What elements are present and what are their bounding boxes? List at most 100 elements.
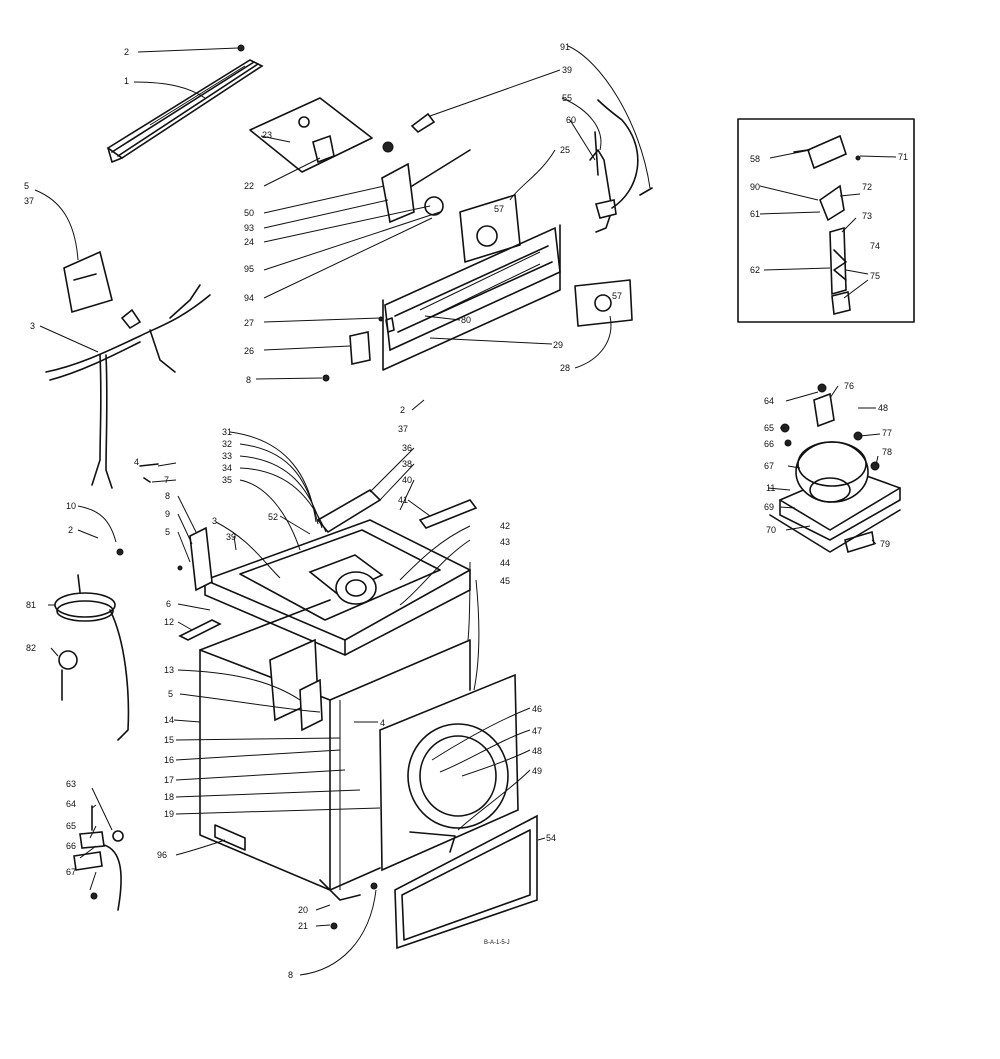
callout: 15 bbox=[164, 735, 174, 745]
callout: 48 bbox=[532, 746, 542, 756]
callout: 77 bbox=[882, 428, 892, 438]
cabinet-top bbox=[204, 519, 471, 656]
spring-assembly-55 bbox=[589, 99, 653, 233]
callout: 67 bbox=[764, 461, 774, 471]
callout: 66 bbox=[66, 841, 76, 851]
callout: 21 bbox=[298, 921, 308, 931]
callout: 6 bbox=[166, 599, 171, 609]
callout: 57 bbox=[612, 291, 622, 301]
callout: 42 bbox=[500, 521, 510, 531]
front-panel-drum bbox=[379, 673, 519, 872]
callout: 71 bbox=[898, 152, 908, 162]
callout: 4 bbox=[380, 718, 385, 728]
callout: 45 bbox=[500, 576, 510, 586]
callout: 52 bbox=[268, 512, 278, 522]
callout: 64 bbox=[66, 799, 76, 809]
screw-2-top bbox=[237, 44, 245, 52]
tub-sub-assembly bbox=[769, 383, 901, 554]
callout: 69 bbox=[764, 502, 774, 512]
hose-assembly-36 bbox=[316, 489, 478, 534]
callout: 13 bbox=[164, 665, 174, 675]
callout: 41 bbox=[398, 495, 408, 505]
callout: 80 bbox=[461, 315, 471, 325]
callout: 93 bbox=[244, 223, 254, 233]
kick-panel-54 bbox=[394, 814, 538, 950]
callout: 3 bbox=[212, 516, 217, 526]
control-panel-bracket-box bbox=[249, 97, 373, 173]
control-console-panel bbox=[382, 224, 561, 371]
callout: 44 bbox=[500, 558, 510, 568]
callout: 96 bbox=[157, 850, 167, 860]
callout: 39 bbox=[562, 65, 572, 75]
small-switch-26 bbox=[322, 316, 384, 382]
callout: 19 bbox=[164, 809, 174, 819]
callout: 54 bbox=[546, 833, 556, 843]
callout: 37 bbox=[24, 196, 34, 206]
callout: 78 bbox=[882, 447, 892, 457]
leader-lines bbox=[34, 45, 897, 976]
callout: 34 bbox=[222, 463, 232, 473]
callout: 49 bbox=[532, 766, 542, 776]
callout: 37 bbox=[398, 424, 408, 434]
callout: 81 bbox=[26, 600, 36, 610]
callout: 61 bbox=[750, 209, 760, 219]
callout: 18 bbox=[164, 792, 174, 802]
callout: 31 bbox=[222, 427, 232, 437]
callout: 94 bbox=[244, 293, 254, 303]
callout: 5 bbox=[168, 689, 173, 699]
callout: 22 bbox=[244, 181, 254, 191]
callout: 79 bbox=[880, 539, 890, 549]
callout: 2 bbox=[124, 47, 129, 57]
callout: 8 bbox=[246, 375, 251, 385]
callout: 23 bbox=[262, 130, 272, 140]
callout: 26 bbox=[244, 346, 254, 356]
callout: 39 bbox=[226, 532, 236, 542]
main-cabinet bbox=[199, 599, 471, 930]
callout: 7 bbox=[164, 475, 169, 485]
callout: 1 bbox=[124, 76, 129, 86]
callout: 65 bbox=[764, 423, 774, 433]
callout: 28 bbox=[560, 363, 570, 373]
top-trim-strip bbox=[106, 59, 264, 163]
callout: 24 bbox=[244, 237, 254, 247]
callout: 75 bbox=[870, 271, 880, 281]
callout: 67 bbox=[66, 867, 76, 877]
timer-switch-assembly bbox=[381, 112, 471, 224]
callout: 5 bbox=[24, 181, 29, 191]
callout: 63 bbox=[66, 779, 76, 789]
callout: 27 bbox=[244, 318, 254, 328]
wire-assembly-63 bbox=[73, 805, 124, 911]
callout: 43 bbox=[500, 537, 510, 547]
callout: 66 bbox=[764, 439, 774, 449]
callout: 38 bbox=[402, 459, 412, 469]
callout: 74 bbox=[870, 241, 880, 251]
callout: 55 bbox=[562, 93, 572, 103]
callout: 8 bbox=[165, 491, 170, 501]
control-knob-box bbox=[459, 194, 521, 263]
callout: 32 bbox=[222, 439, 232, 449]
callout: 90 bbox=[750, 182, 760, 192]
small-parts-4-7 bbox=[116, 463, 159, 556]
callout: 11 bbox=[766, 483, 775, 493]
callout: 9 bbox=[165, 509, 170, 519]
callout: 36 bbox=[402, 443, 412, 453]
callout: 20 bbox=[298, 905, 308, 915]
inset-detail-box bbox=[737, 118, 915, 323]
callout: 47 bbox=[532, 726, 542, 736]
callout: 76 bbox=[844, 381, 854, 391]
callout: 4 bbox=[134, 457, 139, 467]
callout: 91 bbox=[560, 42, 570, 52]
callout: 48 bbox=[878, 403, 888, 413]
callout: 73 bbox=[862, 211, 872, 221]
callout: 62 bbox=[750, 265, 760, 275]
callout: 57 bbox=[494, 204, 504, 214]
callout: 5 bbox=[165, 527, 170, 537]
callout: 70 bbox=[766, 525, 776, 535]
diagram-footnote: B-A-1-5-J bbox=[484, 940, 510, 946]
callout: 40 bbox=[402, 475, 412, 485]
wire-harness bbox=[45, 250, 211, 489]
callout: 65 bbox=[66, 821, 76, 831]
callout: 3 bbox=[30, 321, 35, 331]
callout: 50 bbox=[244, 208, 254, 218]
